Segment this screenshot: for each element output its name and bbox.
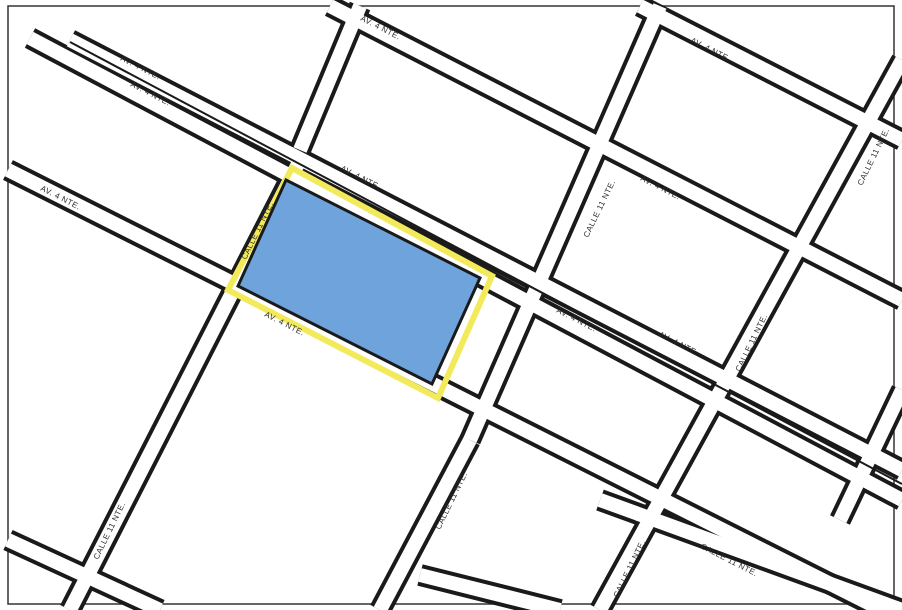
street-fill-boulevard-north: [66, 33, 902, 477]
street-fill-av-upper-right: [636, 0, 902, 147]
highlighted-parcel-border[interactable]: [223, 163, 496, 403]
street-fill-calle-6: [833, 386, 902, 524]
street-fill-calle-5: [593, 56, 902, 610]
street-fill-av-bottom: [418, 568, 562, 610]
highlighted-parcel[interactable]: [236, 177, 482, 387]
boulevard-median: [69, 41, 902, 485]
street-fill-calle-4: [373, 436, 477, 610]
street-fill-boulevard-south: [26, 31, 902, 507]
street-fill-av-top: [326, 0, 902, 307]
street-fill-calle-3: [463, 3, 667, 443]
street-fill-calle-1: [293, 3, 367, 153]
street-fill-av-middle: [4, 163, 898, 610]
